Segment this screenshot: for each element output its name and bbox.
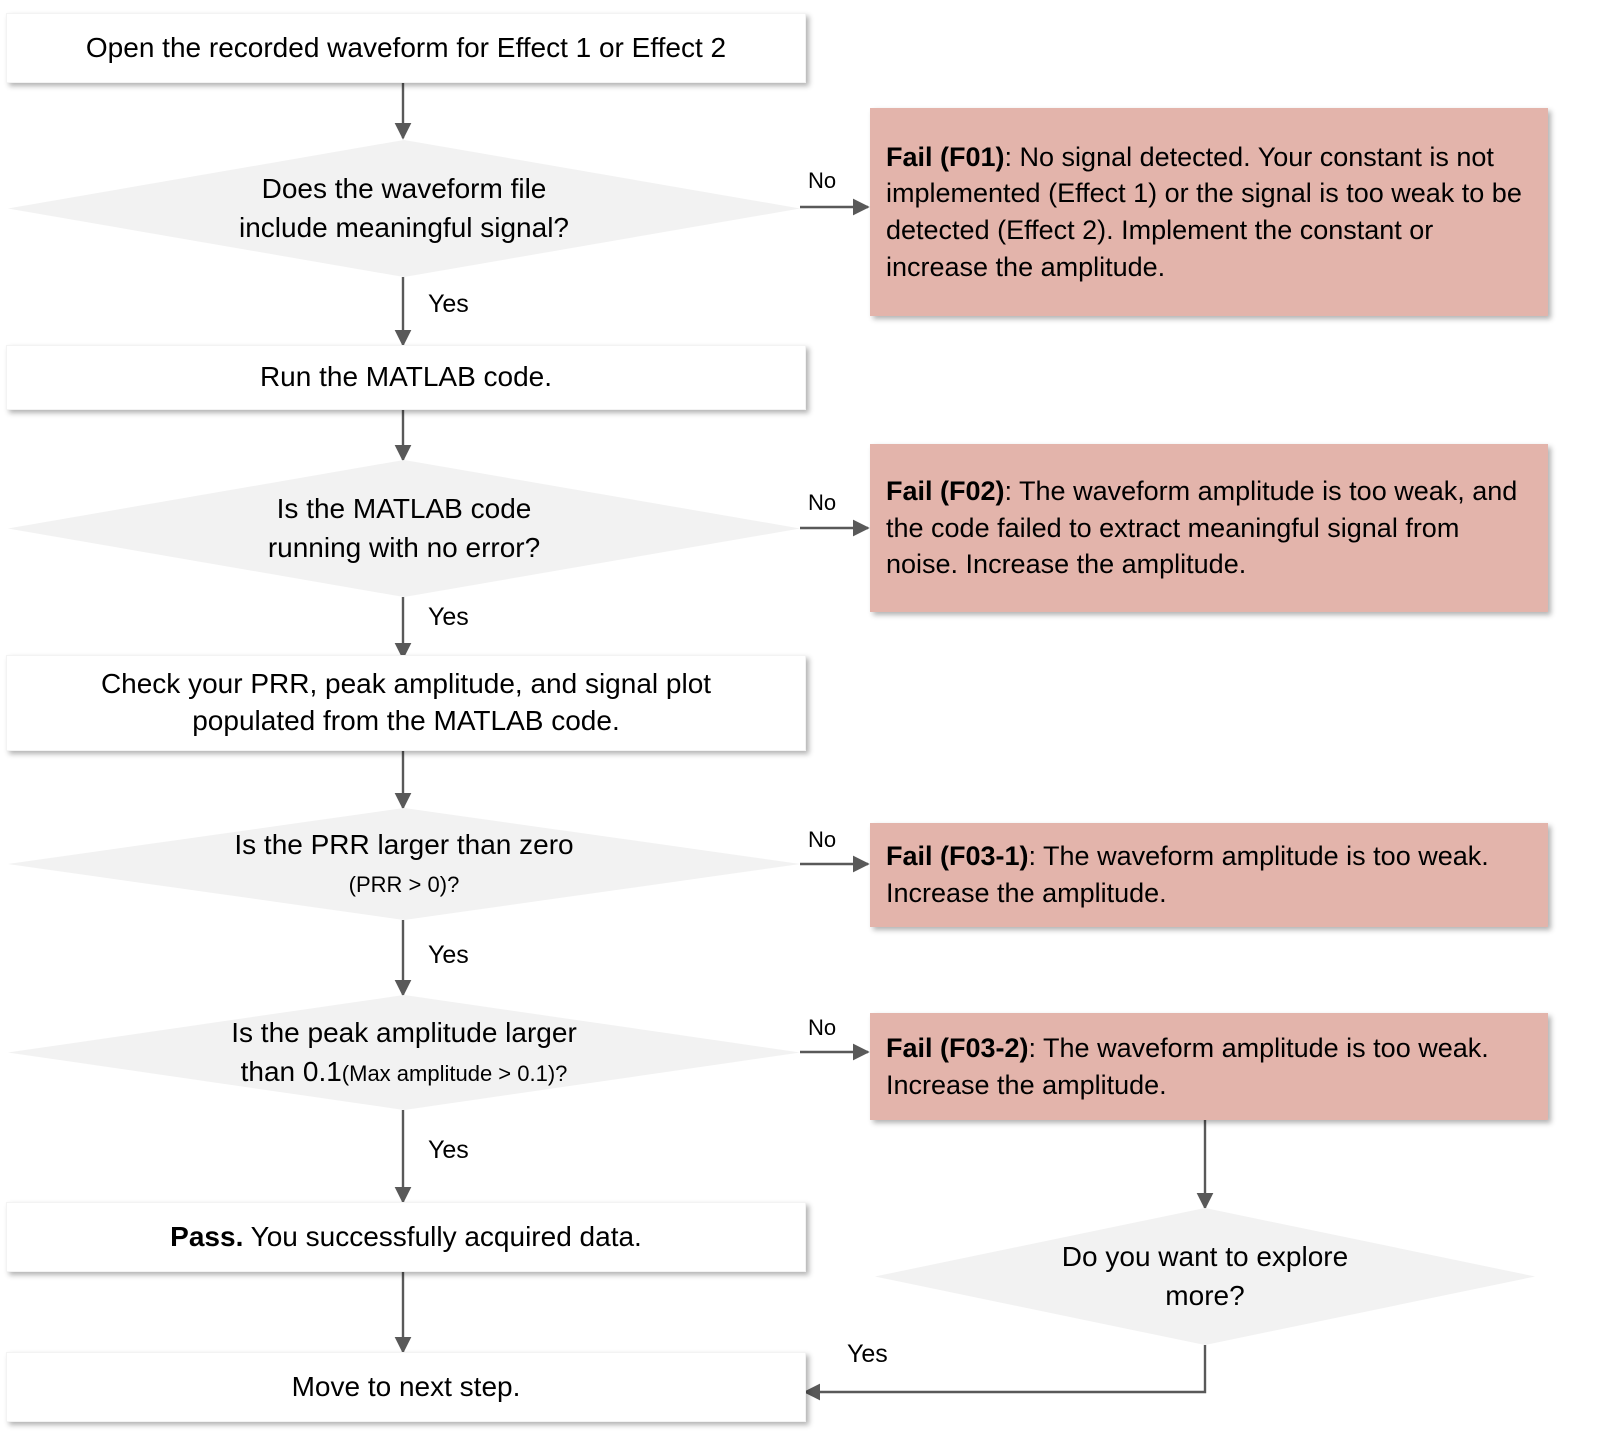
node-pass-bold: Pass. <box>170 1220 244 1252</box>
node-move-next-label: Move to next step. <box>291 1370 521 1402</box>
node-pass-rest: You successfully acquired data. <box>243 1220 642 1252</box>
fail-box-f03-2: Fail (F03-2): The waveform amplitude is … <box>870 1013 1548 1120</box>
node-open-waveform-label: Open the recorded waveform for Effect 1 … <box>85 31 727 63</box>
node-check-prr-line2: populated from the MATLAB code. <box>192 705 620 736</box>
edge-label-no-1: No <box>808 168 837 193</box>
decision-meaningful-signal: Does the waveform file include meaningfu… <box>8 140 800 277</box>
edge-label-yes-3: Yes <box>428 941 469 969</box>
diamond-shape <box>8 460 800 597</box>
fail-box-f03-2-text: Fail (F03-2): The waveform amplitude is … <box>886 1030 1532 1103</box>
edge-label-no-3: No <box>808 827 837 852</box>
diamond-shape <box>8 808 800 920</box>
diamond-shape <box>875 1208 1535 1345</box>
fail-box-f01-text: Fail (F01): No signal detected. Your con… <box>886 139 1532 286</box>
edge-label-yes-1: Yes <box>428 290 469 318</box>
fail-box-f01-label: Fail (F01) <box>886 141 1005 172</box>
decision-prr-gt-zero: Is the PRR larger than zero (PRR > 0)? <box>8 808 800 920</box>
fail-box-f02-text: Fail (F02): The waveform amplitude is to… <box>886 473 1532 583</box>
edge-label-yes-explore: Yes <box>847 1340 888 1368</box>
fail-box-f02: Fail (F02): The waveform amplitude is to… <box>870 444 1548 612</box>
edge-label-no-4: No <box>808 1015 837 1040</box>
node-check-prr-line1: Check your PRR, peak amplitude, and sign… <box>100 668 712 700</box>
fail-box-f03-1-text: Fail (F03-1): The waveform amplitude is … <box>886 838 1532 911</box>
fail-box-f02-body: : The waveform amplitude is too weak, an… <box>886 475 1518 580</box>
node-pass-label: Pass. You successfully acquired data. <box>170 1219 642 1256</box>
edge-label-no-2: No <box>808 490 837 515</box>
node-check-prr: Check your PRR, peak amplitude, and sign… <box>6 655 806 751</box>
edge-label-yes-4: Yes <box>428 1136 469 1164</box>
node-run-matlab: Run the MATLAB code. <box>6 345 806 410</box>
node-run-matlab-label: Run the MATLAB code. <box>259 361 553 393</box>
diamond-shape <box>8 140 800 277</box>
fail-box-f01-body: : No signal detected. Your constant is n… <box>886 141 1522 282</box>
fail-box-f03-2-body: : The waveform amplitude is too weak. In… <box>886 1032 1489 1100</box>
fail-box-f03-1-body: : The waveform amplitude is too weak. In… <box>886 841 1489 908</box>
decision-explore-more: Do you want to explore more? <box>875 1208 1535 1345</box>
decision-no-error: Is the MATLAB code running with no error… <box>8 460 800 597</box>
node-pass: Pass. You successfully acquired data. <box>6 1202 806 1272</box>
fail-box-f01: Fail (F01): No signal detected. Your con… <box>870 108 1548 316</box>
fail-box-f03-2-label: Fail (F03-2) <box>886 1032 1029 1063</box>
diamond-shape <box>8 995 800 1110</box>
edge-label-yes-2: Yes <box>428 603 469 631</box>
node-open-waveform: Open the recorded waveform for Effect 1 … <box>6 13 806 83</box>
fail-box-f02-label: Fail (F02) <box>886 475 1005 506</box>
node-check-prr-label: Check your PRR, peak amplitude, and sign… <box>101 666 711 740</box>
fail-box-f03-1: Fail (F03-1): The waveform amplitude is … <box>870 823 1548 927</box>
node-move-next: Move to next step. <box>6 1352 806 1422</box>
fail-box-f03-1-label: Fail (F03-1) <box>886 841 1029 872</box>
decision-peak-amplitude: Is the peak amplitude larger than 0.1(Ma… <box>8 995 800 1110</box>
